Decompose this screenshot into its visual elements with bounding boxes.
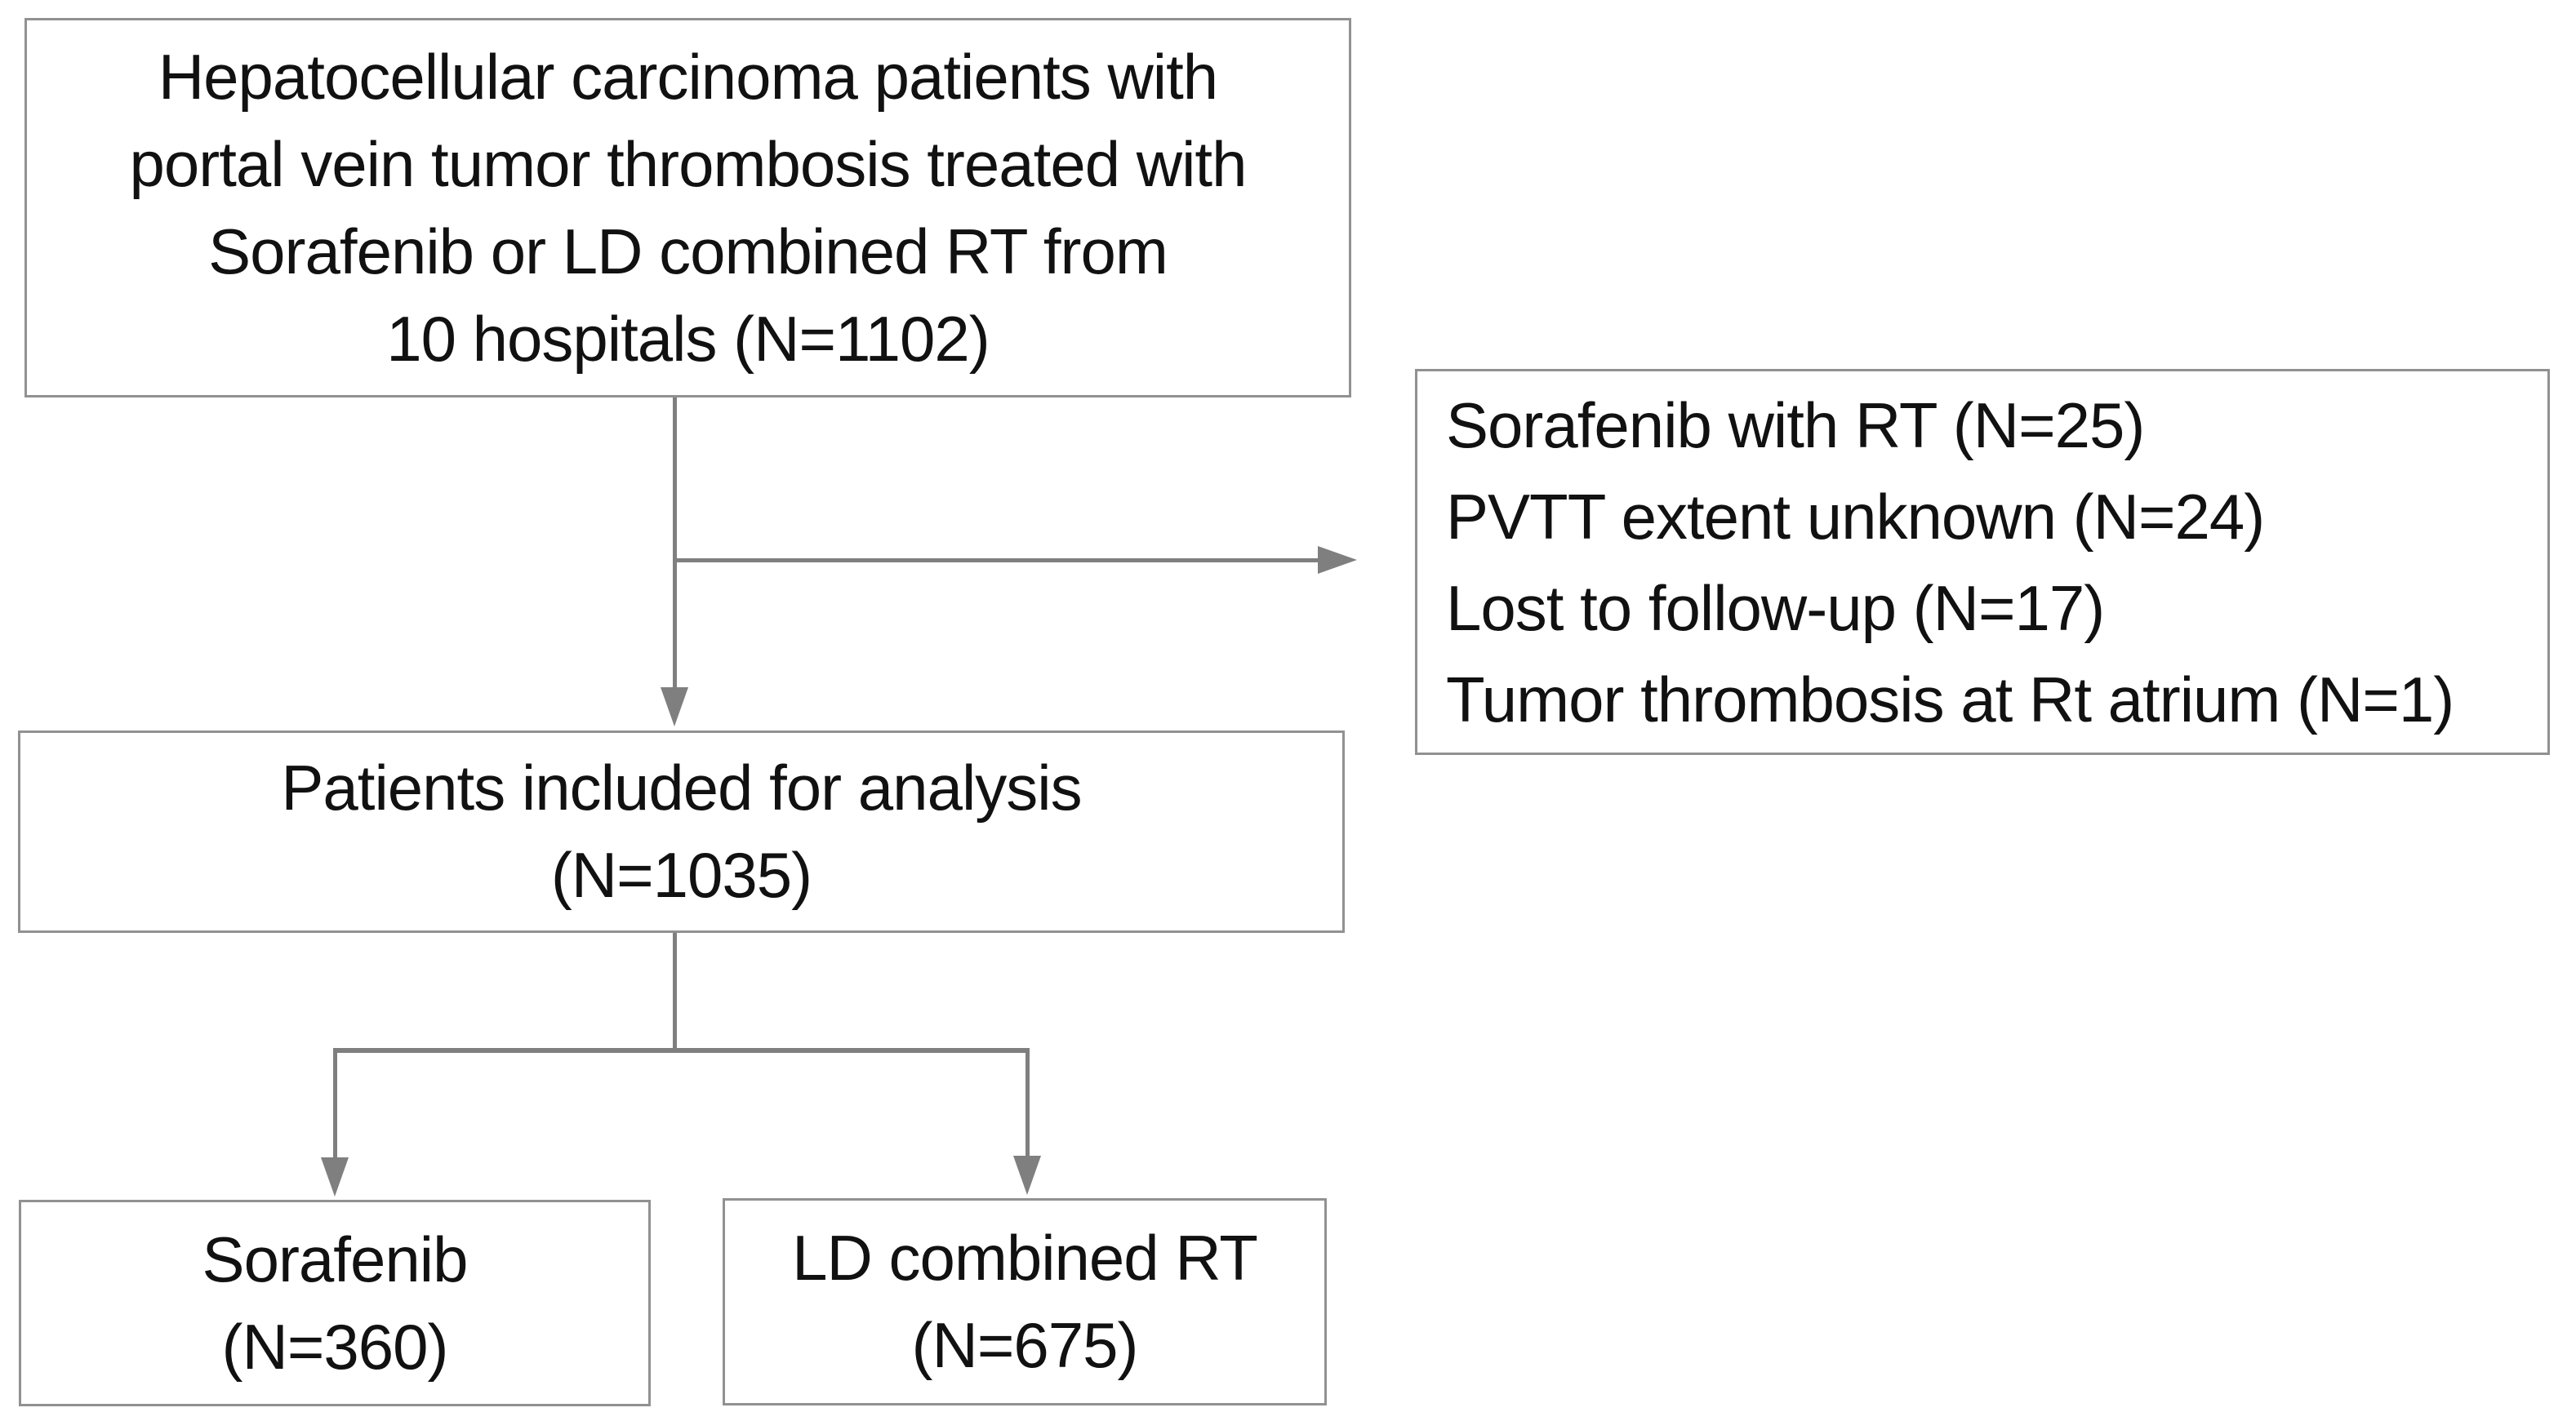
arrow-right-icon <box>1318 546 1357 574</box>
connector-branch-bar <box>333 1048 1030 1053</box>
sorafenib-arm-box: Sorafenib (N=360) <box>19 1200 651 1406</box>
included-box-line: Patients included for analysis <box>281 752 1082 824</box>
sorafenib-arm-line: Sorafenib <box>202 1223 469 1295</box>
arrow-down-icon <box>321 1157 349 1197</box>
source-box-line: Hepatocellular carcinoma patients with <box>158 40 1218 113</box>
source-population-box: Hepatocellular carcinoma patients with p… <box>24 18 1351 397</box>
included-analysis-box: Patients included for analysis (N=1035) <box>18 730 1345 933</box>
sorafenib-arm-line: (N=360) <box>221 1310 449 1383</box>
exclusion-item: Lost to follow-up (N=17) <box>1446 571 2105 644</box>
exclusions-box: Sorafenib with RT (N=25) PVTT extent unk… <box>1415 369 2550 755</box>
source-box-line: 10 hospitals (N=1102) <box>386 302 990 375</box>
arrow-down-icon <box>661 687 688 726</box>
arrow-down-icon <box>1013 1156 1041 1195</box>
included-box-line: (N=1035) <box>550 839 812 911</box>
exclusion-item: Sorafenib with RT (N=25) <box>1446 389 2145 461</box>
source-box-line: portal vein tumor thrombosis treated wit… <box>129 127 1248 200</box>
source-box-line: Sorafenib or LD combined RT from <box>208 215 1168 287</box>
exclusion-item: Tumor thrombosis at Rt atrium (N=1) <box>1446 663 2454 735</box>
exclusion-item: PVTT extent unknown (N=24) <box>1446 480 2265 553</box>
ld-rt-arm-line: LD combined RT <box>792 1222 1258 1294</box>
ld-combined-rt-arm-box: LD combined RT (N=675) <box>723 1198 1327 1405</box>
connector-included-stem <box>673 933 677 1051</box>
connector-to-ld-rt-arm <box>1026 1048 1030 1157</box>
connector-to-sorafenib-arm <box>333 1048 337 1159</box>
connector-source-to-included <box>673 397 677 690</box>
ld-rt-arm-line: (N=675) <box>911 1309 1139 1381</box>
connector-to-exclusions <box>673 558 1318 562</box>
